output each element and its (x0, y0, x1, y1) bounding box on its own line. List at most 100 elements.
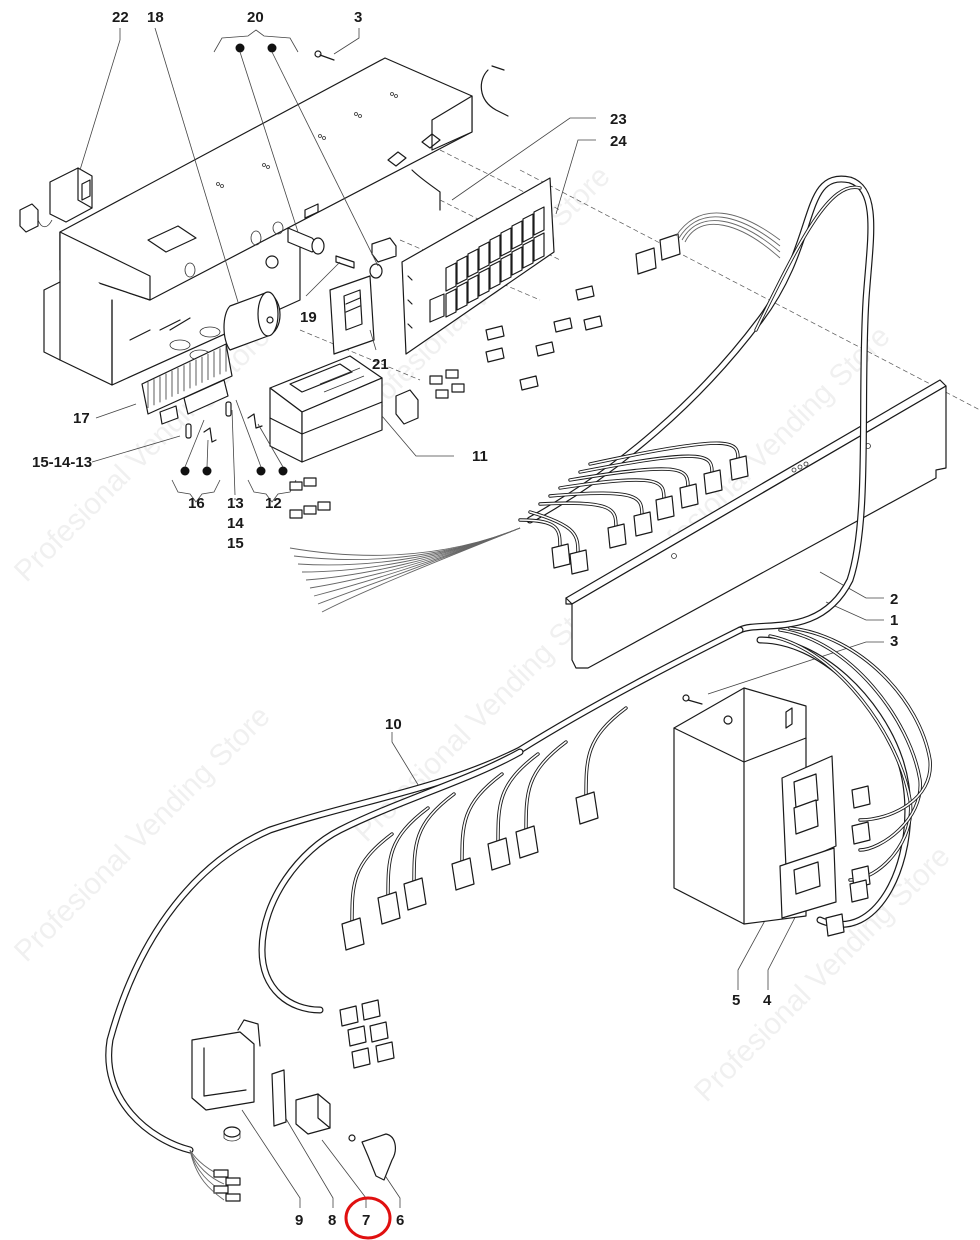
harness-connector (607, 523, 627, 549)
terminal-pins (185, 401, 263, 443)
harness-connector (341, 917, 365, 951)
relay (445, 262, 457, 292)
callout-6: 6 (396, 1212, 405, 1229)
callout-2: 2 (890, 591, 899, 608)
relay (533, 232, 545, 262)
harness-connector (633, 511, 653, 537)
spade-terminal (435, 389, 449, 399)
callout-3-top: 3 (354, 9, 363, 26)
spade-terminal (303, 477, 317, 487)
callout-13: 13 (227, 495, 244, 512)
harness-connector (635, 247, 657, 275)
relay (500, 253, 512, 283)
spade-terminal (451, 383, 465, 393)
part-6-knob (361, 1133, 396, 1181)
harness-connector (575, 791, 599, 825)
part-22-component (19, 167, 93, 233)
harness-connector (655, 495, 675, 521)
callout-19: 19 (300, 309, 317, 326)
part-20-fuse-holder (265, 227, 383, 279)
harness-connector (347, 1025, 367, 1047)
part-1-wiring-harness (105, 175, 932, 1202)
callout-1: 1 (890, 612, 899, 629)
harness-connector (535, 341, 555, 357)
relay (500, 227, 512, 257)
relay (456, 281, 468, 311)
callout-10: 10 (385, 716, 402, 733)
part-17-terminal-block (141, 343, 233, 425)
harness-wire (321, 527, 521, 613)
relay (456, 255, 468, 285)
panel-connector (371, 237, 397, 263)
relay (467, 274, 479, 304)
harness-connector (679, 483, 699, 509)
relay (511, 246, 523, 276)
harness-connector (729, 455, 749, 481)
harness-cable (412, 792, 456, 886)
harness-connector (351, 1047, 371, 1069)
part-5-power-box (673, 687, 837, 925)
part-7-switch (295, 1093, 356, 1142)
callout-15: 15 (227, 535, 244, 552)
harness-connector (703, 469, 723, 495)
harness-connector (583, 315, 603, 331)
harness-connector (361, 999, 381, 1021)
callout-24: 24 (610, 133, 627, 150)
relay (489, 260, 501, 290)
callout-16: 16 (188, 495, 205, 512)
harness-connector (369, 1021, 389, 1043)
part-11-transformer (269, 355, 419, 463)
harness-connector (849, 879, 869, 903)
spade-terminal (213, 1185, 229, 1194)
spade-terminal (225, 1193, 241, 1202)
callout-7: 7 (362, 1212, 371, 1229)
leader-lines (79, 27, 884, 1208)
harness-connector (659, 233, 681, 261)
harness-connector (825, 913, 845, 937)
callout-17: 17 (73, 410, 90, 427)
harness-wire (189, 1149, 225, 1201)
harness-connector (553, 317, 573, 333)
spade-terminal (445, 369, 459, 379)
relay (522, 239, 534, 269)
harness-connector (851, 785, 871, 809)
harness-connector (485, 325, 505, 341)
harness-cable (518, 518, 562, 550)
spade-terminal (213, 1169, 229, 1178)
harness-wire (313, 527, 521, 597)
relay (511, 220, 523, 250)
part-21-filter-board (329, 275, 375, 355)
relay (533, 206, 545, 236)
harness-connector (377, 891, 401, 925)
spade-terminal (289, 509, 303, 519)
spade-terminal (317, 501, 331, 511)
harness-connector (339, 1005, 359, 1027)
relay (522, 213, 534, 243)
relay (478, 267, 490, 297)
callout-11: 11 (472, 448, 488, 465)
relay (478, 241, 490, 271)
callout-22: 22 (112, 9, 129, 26)
callout-20: 20 (247, 9, 264, 26)
callout-9: 9 (295, 1212, 304, 1229)
callout-23: 23 (610, 111, 627, 128)
harness-cable (588, 441, 740, 466)
harness-wire (681, 220, 781, 253)
part-3-screw-bottom (682, 694, 703, 705)
harness-connector (485, 347, 505, 363)
spade-terminal (289, 481, 303, 491)
harness-connector (403, 877, 427, 911)
harness-wire (678, 216, 781, 247)
harness-wire (189, 1149, 225, 1185)
callout-dots (180, 43, 288, 476)
harness-connector (551, 543, 571, 569)
callout-brackets (171, 29, 299, 503)
callout-5: 5 (732, 992, 741, 1009)
relay (467, 248, 479, 278)
callout-3-bottom: 3 (890, 633, 899, 650)
harness-wire (293, 527, 521, 560)
harness-connector (487, 837, 511, 871)
relay (445, 288, 457, 318)
part-18-capacitor (223, 291, 281, 351)
